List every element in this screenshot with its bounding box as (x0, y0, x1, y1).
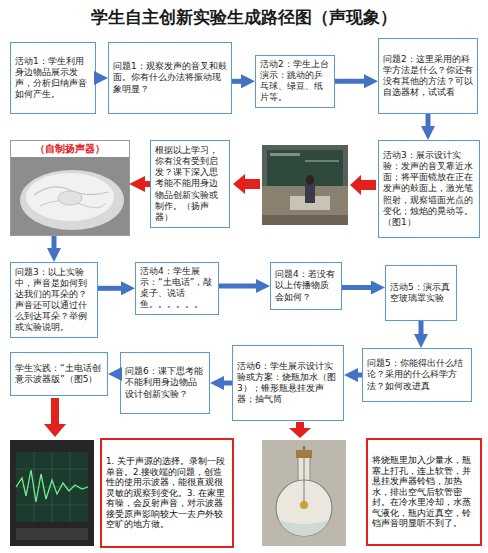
flow-arrow (335, 79, 372, 84)
node-text: 将烧瓶里加入少量水，瓶塞上打孔，连上软管，并悬挂发声器铃铛，加热水，排出空气后软… (372, 455, 476, 528)
process-box: 活动3：展示设计实验：发声的音叉靠近水面；将平面镜放在正在发声的鼓面上，激光笔照… (378, 140, 480, 238)
process-box: 问题4：若没有以上传播物质会如何？ (270, 262, 342, 310)
flow-arrow (52, 236, 57, 256)
process-box: 活动2：学生上台演示：跳动的乒乓球、绿豆、纸片等。 (255, 55, 335, 108)
flask-photo (262, 440, 346, 546)
red-arrow (350, 175, 376, 195)
process-box: 问题1：观察发声的音叉和鼓面。你有什么办法将振动现象明显？ (108, 42, 232, 114)
flow-arrow (98, 286, 129, 291)
process-box: 活动5：演示真空玻璃罩实验 (385, 265, 457, 321)
flow-arrow (136, 181, 150, 187)
node-text: 活动1：学生利用身边物品展示发声，分析归纳声音如何产生。 (15, 56, 91, 101)
node-text: 问题4：若没有以上传播物质会如何？ (275, 269, 337, 302)
image-frame: （自制扬声器） (10, 140, 130, 236)
diagram-title: 学生自主创新实验生成路径图（声现象） (0, 6, 488, 29)
process-box: 活动6：学生展示设计实验或方案：烧瓶加水（图3）；锥形瓶悬挂发声器；抽气筒 (232, 345, 344, 421)
red-arrow (44, 398, 66, 437)
node-text: 问题3：以上实验中，声音是如何到达我们的耳朵的？声音还可以通过什么到达耳朵？举例… (15, 267, 93, 334)
node-text: 问题6：课下思考能不能利用身边物品设计创新实验？ (125, 366, 205, 399)
flow-arrow (419, 321, 424, 342)
flow-arrow (114, 372, 120, 377)
node-text: 学生实践：“土电话创意示波器版”（图5） (15, 363, 103, 385)
node-text: （自制扬声器） (11, 141, 129, 157)
process-box: 问题5：你能得出什么结论？采用的什么科学方法？如何改进真 (362, 348, 472, 402)
process-box: 问题2：这里采用的科学方法是什么？你还有没有其他的方法？可以自选器材，试试看 (378, 38, 478, 114)
node-text: 问题2：这里采用的科学方法是什么？你还有没有其他的方法？可以自选器材，试试看 (383, 54, 473, 99)
node-text: 1. 关于声源的选择。录制一段单音。2.接收端的问题，创造性的使用示波器，能很直… (106, 456, 228, 529)
red-arrow (233, 174, 260, 194)
flow-arrow (96, 76, 102, 81)
flow-arrow (219, 284, 264, 289)
node-text: 活动5：演示真空玻璃罩实验 (390, 282, 452, 304)
flow-arrow (350, 373, 362, 378)
node-text: 活动6：学生展示设计实验或方案：烧瓶加水（图3）；锥形瓶悬挂发声器；抽气筒 (237, 361, 339, 406)
flow-arrow (232, 79, 249, 84)
process-box: 学生实践：“土电话创意示波器版”（图5） (10, 352, 108, 396)
process-box: 根据以上学习，你有没有受到启发？课下深入思考能不能用身边物品创新实验或制作。（扬… (150, 140, 230, 228)
note-box: 1. 关于声源的选择。录制一段单音。2.接收端的问题，创造性的使用示波器，能很直… (100, 438, 234, 548)
process-box: 活动4：学生展示：“土电话”，敲桌子、说话鱼。。。。。。 (135, 262, 219, 315)
speaker-photo (11, 157, 129, 235)
flow-arrow (342, 285, 379, 290)
node-text: 活动2：学生上台演示：跳动的乒乓球、绿豆、纸片等。 (260, 59, 330, 104)
node-text: 问题5：你能得出什么结论？采用的什么科学方法？如何改进真 (367, 358, 467, 391)
flow-arrow (426, 114, 431, 134)
oscilloscope-photo (10, 440, 94, 546)
process-box: 活动1：学生利用身边物品展示发声，分析归纳声音如何产生。 (10, 42, 96, 114)
process-box: 问题3：以上实验中，声音是如何到达我们的耳朵的？声音还可以通过什么到达耳朵？举例… (10, 262, 98, 338)
node-text: 根据以上学习，你有没有受到启发？课下深入思考能不能用身边物品创新实验或制作。（扬… (155, 145, 225, 223)
node-text: 问题1：观察发声的音叉和鼓面。你有什么办法将振动现象明显？ (113, 61, 227, 94)
red-arrow (289, 422, 311, 438)
process-box: 问题6：课下思考能不能利用身边物品设计创新实验？ (120, 352, 210, 414)
classroom-photo (262, 145, 348, 225)
flow-arrow (216, 381, 232, 386)
node-text: 活动4：学生展示：“土电话”，敲桌子、说话鱼。。。。。。 (140, 266, 214, 311)
node-text: 活动3：展示设计实验：发声的音叉靠近水面；将平面镜放在正在发声的鼓面上，激光笔照… (383, 150, 475, 228)
note-box: 将烧瓶里加入少量水，瓶塞上打孔，连上软管，并悬挂发声器铃铛，加热水，排出空气后软… (366, 438, 482, 546)
